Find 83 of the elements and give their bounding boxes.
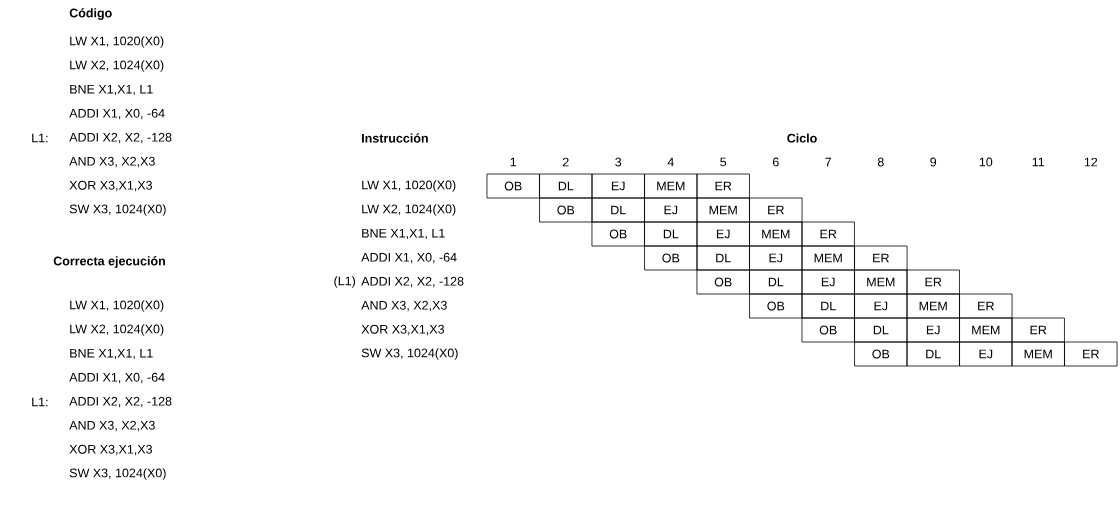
code-line: ADDI X2, X2, -128 bbox=[69, 396, 172, 408]
code-line: LW X1, 1020(X0) bbox=[362, 180, 456, 192]
code-line: ADDI X1, X0, -64 bbox=[361, 252, 457, 264]
cycle-number: 5 bbox=[720, 157, 727, 167]
code-line: BNE X1,X1, L1 bbox=[70, 348, 153, 360]
stage-cell: DL bbox=[801, 293, 855, 319]
stage-cell: DL bbox=[749, 269, 803, 295]
stage-cell: OB bbox=[696, 269, 750, 295]
stage-cell: MEM bbox=[906, 293, 960, 319]
cycle-number: 9 bbox=[930, 157, 937, 167]
stage-cell: ER bbox=[906, 269, 960, 295]
stage-cell: MEM bbox=[644, 173, 698, 199]
stage-cell: ER bbox=[696, 173, 750, 199]
code-line: SW X3, 1024(X0) bbox=[69, 468, 166, 480]
stage-cell: OB bbox=[591, 221, 645, 247]
label-tag: (L1) bbox=[334, 276, 355, 288]
cycle-number: 2 bbox=[562, 157, 569, 167]
code-line: SW X3, 1024(X0) bbox=[69, 204, 166, 216]
stage-cell: EJ bbox=[959, 341, 1013, 367]
stage-cell: DL bbox=[644, 221, 698, 247]
stage-cell: EJ bbox=[696, 221, 750, 247]
label-tag: L1: bbox=[32, 133, 48, 143]
stage-cell: EJ bbox=[801, 269, 855, 295]
stage-cell: DL bbox=[539, 173, 593, 199]
stage-cell: DL bbox=[854, 317, 908, 343]
stage-cell: DL bbox=[906, 341, 960, 367]
section-heading: Código bbox=[69, 8, 112, 20]
cycle-number: 7 bbox=[825, 157, 832, 167]
stage-cell: MEM bbox=[696, 197, 750, 223]
stage-cell: OB bbox=[854, 341, 908, 367]
section-heading: Ciclo bbox=[787, 133, 817, 143]
label-tag: L1: bbox=[32, 397, 48, 407]
stage-cell: EJ bbox=[644, 197, 698, 223]
stage-cell: ER bbox=[854, 245, 908, 271]
cycle-number: 4 bbox=[667, 157, 674, 167]
stage-cell: OB bbox=[486, 173, 540, 199]
stage-cell: MEM bbox=[854, 269, 908, 295]
code-line: BNE X1,X1, L1 bbox=[362, 228, 445, 240]
stage-cell: MEM bbox=[1011, 341, 1065, 367]
code-line: LW X2, 1024(X0) bbox=[362, 204, 456, 216]
stage-cell: OB bbox=[644, 245, 698, 271]
stage-cell: ER bbox=[749, 197, 803, 223]
stage-cell: ER bbox=[959, 293, 1013, 319]
code-line: XOR X3,X1,X3 bbox=[69, 444, 152, 456]
cycle-number: 6 bbox=[772, 157, 779, 167]
stage-cell: EJ bbox=[906, 317, 960, 343]
stage-cell: MEM bbox=[959, 317, 1013, 343]
stage-cell: DL bbox=[591, 197, 645, 223]
code-line: LW X2, 1024(X0) bbox=[70, 324, 164, 336]
code-line: XOR X3,X1,X3 bbox=[69, 180, 152, 192]
section-heading: Correcta ejecución bbox=[53, 256, 165, 268]
code-line: LW X2, 1024(X0) bbox=[70, 60, 164, 72]
code-line: LW X1, 1020(X0) bbox=[70, 300, 164, 312]
cycle-number: 1 bbox=[510, 157, 517, 167]
stage-cell: OB bbox=[749, 293, 803, 319]
code-line: ADDI X1, X0, -64 bbox=[69, 372, 165, 384]
code-line: AND X3, X2,X3 bbox=[361, 300, 447, 312]
stage-cell: ER bbox=[801, 221, 855, 247]
cycle-number: 11 bbox=[1032, 157, 1045, 167]
cycle-number: 8 bbox=[877, 157, 884, 167]
code-line: AND X3, X2,X3 bbox=[69, 156, 155, 168]
code-line: ADDI X1, X0, -64 bbox=[69, 108, 165, 120]
stage-cell: ER bbox=[1064, 341, 1118, 367]
cycle-number: 10 bbox=[979, 157, 993, 167]
stage-cell: ER bbox=[1011, 317, 1065, 343]
code-line: BNE X1,X1, L1 bbox=[70, 84, 153, 96]
stage-cell: EJ bbox=[591, 173, 645, 199]
stage-cell: OB bbox=[539, 197, 593, 223]
stage-cell: OB bbox=[801, 317, 855, 343]
code-line: LW X1, 1020(X0) bbox=[70, 36, 164, 48]
cycle-number: 3 bbox=[615, 157, 622, 167]
code-line: SW X3, 1024(X0) bbox=[361, 348, 458, 360]
code-line: AND X3, X2,X3 bbox=[69, 420, 155, 432]
code-line: ADDI X2, X2, -128 bbox=[69, 132, 172, 144]
code-line: XOR X3,X1,X3 bbox=[361, 324, 444, 336]
stage-cell: MEM bbox=[749, 221, 803, 247]
stage-cell: EJ bbox=[854, 293, 908, 319]
stage-cell: MEM bbox=[801, 245, 855, 271]
stage-cell: DL bbox=[696, 245, 750, 271]
section-heading: Instrucción bbox=[362, 133, 428, 143]
code-line: ADDI X2, X2, -128 bbox=[361, 276, 464, 288]
cycle-number: 12 bbox=[1084, 157, 1098, 167]
stage-cell: EJ bbox=[749, 245, 803, 271]
